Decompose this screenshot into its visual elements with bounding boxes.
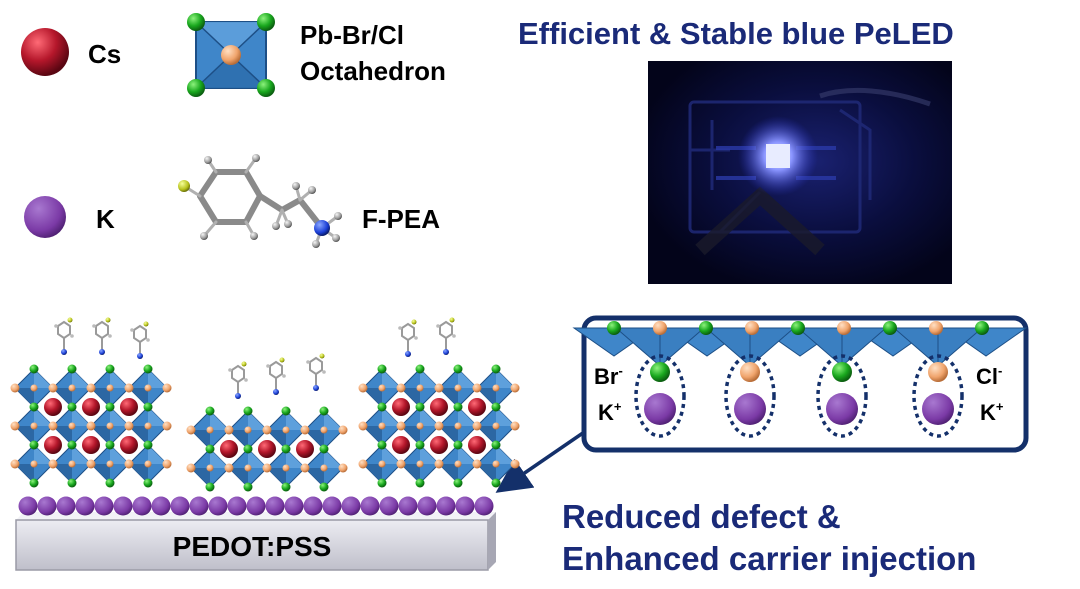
headline-title: Efficient & Stable blue PeLED [518, 16, 954, 51]
k-label: K [96, 204, 115, 234]
caption-line1: Reduced defect & [562, 498, 841, 535]
octahedron-icon [187, 13, 275, 97]
substrate-label: PEDOT:PSS [173, 531, 332, 562]
inset-br-label: Br- [594, 363, 623, 389]
cs-atom-icon [21, 28, 69, 76]
inset-k-right-label: K+ [980, 399, 1004, 425]
cs-label: Cs [88, 39, 121, 69]
fpea-label: F-PEA [362, 204, 440, 234]
device-photo [648, 61, 952, 284]
fpea-molecule-icon [178, 154, 342, 248]
substrate: PEDOT:PSS [15, 512, 496, 571]
legend: Cs Pb-Br/Cl Octahedron K [21, 13, 446, 248]
octahedron-label-line1: Pb-Br/Cl [300, 20, 404, 50]
caption-line2: Enhanced carrier injection [562, 540, 976, 577]
inset-lattice [572, 321, 1028, 438]
k-atom-layer [18, 496, 494, 516]
interface-inset: Br- K+ Cl- K+ [572, 315, 1029, 453]
octahedron-label-line2: Octahedron [300, 56, 446, 86]
inset-k-left-label: K+ [598, 399, 622, 425]
inset-cl-label: Cl- [976, 363, 1002, 389]
crystal-structure [10, 317, 520, 492]
k-atom-icon [24, 196, 66, 238]
